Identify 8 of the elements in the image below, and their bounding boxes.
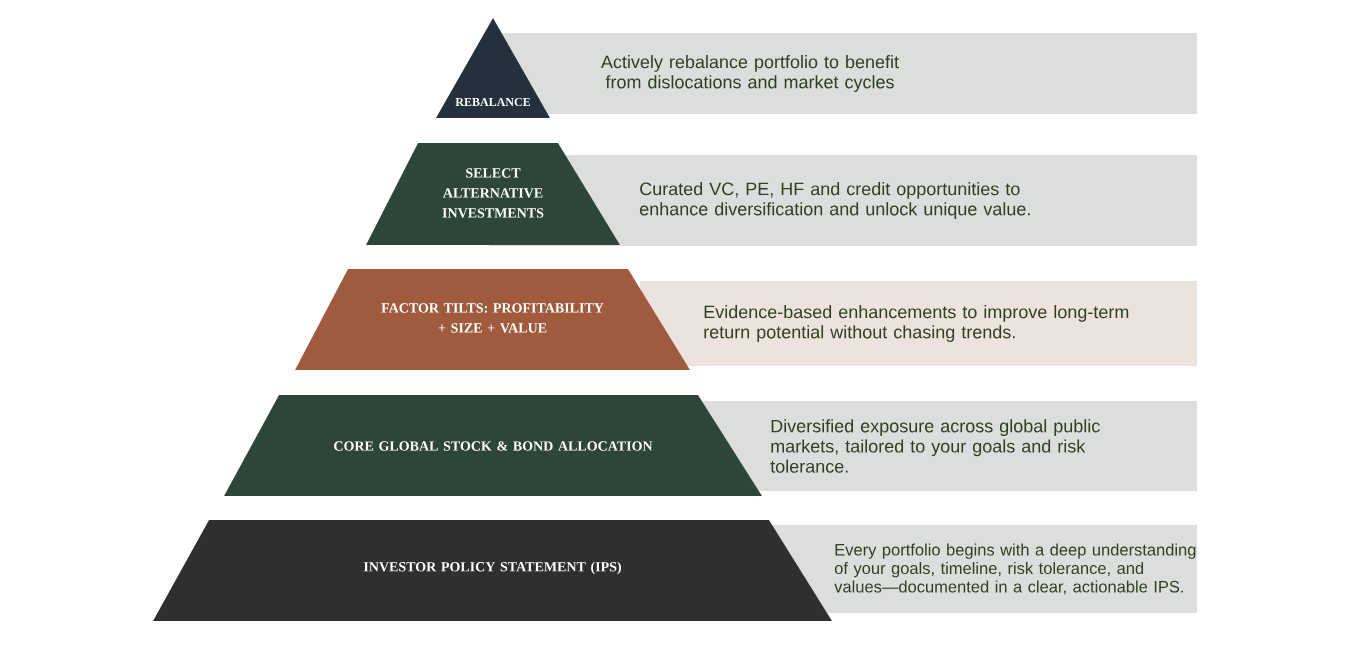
pyramid-tier: REBALANCE <box>436 18 550 118</box>
description-band: Diversified exposure across global public markets, tailored to your goals and risk tolerance. <box>700 401 1197 491</box>
pyramid-tier: SELECT ALTERNATIVE INVESTMENTS <box>366 143 620 245</box>
pyramid-tier: CORE GLOBAL STOCK & BOND ALLOCATION <box>224 395 762 496</box>
description-band: Every portfolio begins with a deep understanding of your goals, timeline, risk tolerance, and values—documented in a clear, actionable IPS. <box>770 525 1197 613</box>
description-band: Evidence-based enhancements to improve long-term return potential without chasing trends. <box>640 281 1197 366</box>
pyramid-tier: FACTOR TILTS: PROFITABILITY + SIZE + VALUE <box>295 269 690 370</box>
pyramid-tier: INVESTOR POLICY STATEMENT (IPS) <box>153 520 832 621</box>
